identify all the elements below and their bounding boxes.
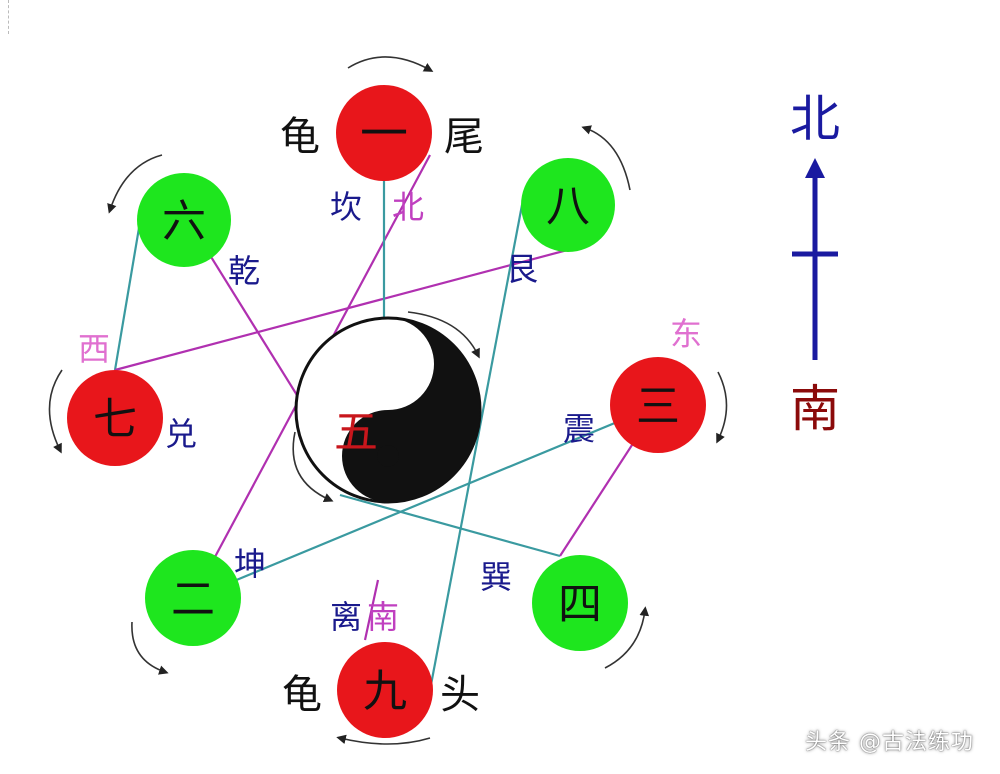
trigram-dui: 兑	[165, 415, 197, 453]
direction-south: 南	[367, 598, 399, 636]
line-7-8	[114, 246, 576, 372]
node-2: 二	[145, 550, 241, 646]
line-2-3	[192, 403, 659, 600]
direction-north: 北	[392, 188, 424, 226]
trigram-qian: 乾	[228, 252, 260, 290]
trigram-kan: 坎	[330, 188, 362, 226]
watermark: 头条 @古法练功	[805, 730, 974, 755]
turtle-top-right: 尾	[444, 114, 484, 160]
direction-east: 东	[670, 315, 702, 353]
node-5-label: 五	[334, 407, 378, 458]
trigram-zhen: 震	[563, 410, 595, 448]
arc-arrow-six	[107, 154, 163, 214]
line-9-5	[363, 579, 380, 641]
yin-yang-symbol	[294, 316, 482, 504]
trigram-xun: 巽	[480, 558, 512, 596]
arc-arrow-two	[131, 621, 169, 675]
node-9: 九	[337, 642, 433, 738]
turtle-bottom-left: 龟	[282, 672, 322, 718]
line-4-5	[339, 493, 561, 558]
compass: 北 南	[790, 90, 840, 438]
node-6-label: 六	[162, 196, 206, 247]
node-8-label: 八	[546, 181, 590, 232]
trigram-gen: 艮	[506, 250, 538, 288]
turtle-bottom-right: 头	[440, 672, 480, 718]
turtle-top-left: 龟	[280, 114, 320, 160]
line-8-9	[428, 204, 524, 691]
node-3: 三	[610, 357, 706, 453]
node-2-label: 二	[171, 574, 215, 625]
node-8: 八	[521, 158, 615, 252]
node-6: 六	[137, 173, 231, 267]
trigram-labels: 坎 乾 艮 兑 震 坤 巽 离	[165, 188, 595, 636]
arc-arrow-center-left	[292, 431, 334, 503]
corner-mark	[0, 0, 9, 34]
arc-arrow-bottom	[336, 734, 431, 745]
arc-arrow-eight	[581, 125, 631, 191]
node-1-label: 一	[360, 106, 408, 162]
arc-arrow-center-top	[407, 311, 480, 359]
direction-west: 西	[78, 330, 110, 368]
node-4-label: 四	[558, 579, 602, 630]
trigram-kun: 坤	[234, 545, 266, 583]
direction-labels: 北 南 西 东	[78, 188, 702, 636]
node-4: 四	[532, 555, 628, 651]
arc-arrow-seven	[48, 369, 63, 454]
line-6-7	[113, 221, 142, 371]
compass-south-label: 南	[790, 380, 840, 438]
arc-arrow-top	[347, 56, 434, 72]
turtle-labels: 龟 尾 龟 头	[280, 114, 484, 718]
node-3-label: 三	[636, 381, 680, 432]
rotation-arrows	[48, 56, 728, 745]
arc-arrow-four	[604, 606, 650, 669]
arc-arrow-three	[716, 371, 728, 444]
node-7-label: 七	[93, 394, 137, 445]
trigram-li: 离	[330, 598, 362, 636]
node-9-label: 九	[363, 666, 407, 717]
node-1: 一	[336, 85, 432, 181]
node-7: 七	[67, 370, 163, 466]
compass-north-label: 北	[790, 90, 840, 148]
